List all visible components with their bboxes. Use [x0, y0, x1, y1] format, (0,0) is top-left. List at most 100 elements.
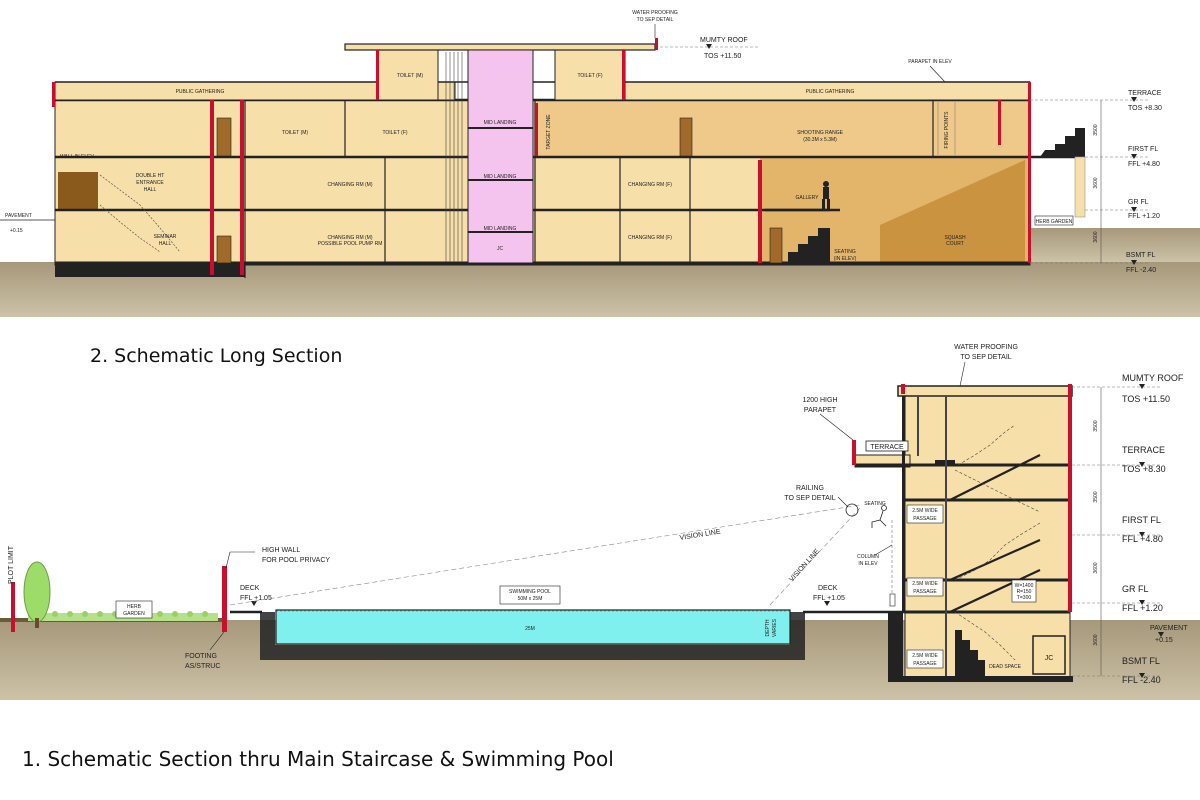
label-double-ht-1: DOUBLE HT — [136, 173, 165, 179]
label-deck-right-lvl: FFL +1.05 — [813, 595, 845, 602]
label-seminar-1: SEMINAR — [154, 234, 177, 240]
pool-dim-3: 3600 — [1093, 562, 1099, 573]
label-plot-limit: PLOT LIMIT — [8, 545, 15, 584]
label-changing-f: CHANGING RM (F) — [628, 182, 672, 188]
label-public-gathering-left: PUBLIC GATHERING — [176, 89, 225, 95]
label-gallery: GALLERY — [796, 195, 820, 201]
long-section: PUBLIC GATHERING PUBLIC GATHERING TOILET… — [0, 10, 1200, 317]
label-seating-2: (IN ELEV) — [834, 256, 857, 262]
label-passage-top-2: PASSAGE — [913, 516, 937, 522]
label-deck-left: DECK — [240, 585, 260, 592]
label-parapet-elev: PARAPET IN ELEV — [908, 59, 952, 65]
long-dim-3: 3600 — [1093, 231, 1099, 242]
pool-level-mumty-name: MUMTY ROOF — [1122, 373, 1184, 383]
label-mid-landing-3: MID LANDING — [484, 226, 517, 232]
gallery-person-icon — [822, 181, 830, 209]
pool-level-terrace-name: TERRACE — [1122, 445, 1165, 455]
pool-section: PLOT LIMIT HIGH WALL FOR POOL PRIVACY HE… — [0, 344, 1200, 700]
label-changing-f-b: CHANGING RM (F) — [628, 235, 672, 241]
pool-level-first-value: FFL +4.80 — [1122, 534, 1163, 544]
label-stair-note-2: R=150 — [1017, 589, 1032, 595]
long-level-markers: MUMTY ROOF TOS +11.50 TERRACE TOS +8.30 … — [660, 37, 1162, 274]
label-high-wall-1: HIGH WALL — [262, 547, 300, 554]
label-passage-bot-1: 2.5M WIDE — [912, 653, 938, 659]
label-pavement-pool: PAVEMENT — [1150, 625, 1188, 632]
long-level-bsmt-name: BSMT FL — [1126, 252, 1156, 259]
pool-level-terrace-value: TOS +8.30 — [1122, 464, 1166, 474]
pool-level-markers: MUMTY ROOF TOS +11.50 TERRACE TOS +8.30 … — [1072, 373, 1184, 685]
label-passage-mid-1: 2.5M WIDE — [912, 581, 938, 587]
label-column-2: IN ELEV — [858, 561, 878, 567]
caption-pool-section: 1. Schematic Section thru Main Staircase… — [22, 747, 614, 771]
long-level-first-value: FFL +4.80 — [1128, 161, 1160, 168]
label-double-ht-3: HALL — [144, 187, 157, 193]
label-deck-right: DECK — [818, 585, 838, 592]
label-parapet-2: PARAPET — [804, 407, 837, 414]
label-changing-m-b: CHANGING RM (M) — [328, 235, 373, 241]
label-railing-2: TO SEP DETAIL — [784, 495, 835, 502]
label-water-proofing-pool: WATER PROOFING — [954, 344, 1018, 351]
label-stair-note-3: T=300 — [1017, 595, 1032, 601]
long-level-mumty-name: MUMTY ROOF — [700, 37, 748, 44]
pool-level-first-name: FIRST FL — [1122, 515, 1161, 525]
label-railing-1: RAILING — [796, 485, 824, 492]
pool-dim-1: 3500 — [1093, 420, 1099, 431]
tree-icon — [23, 561, 51, 628]
basement-slab-left — [55, 262, 245, 277]
squash-court-fill — [880, 160, 1025, 262]
label-jc-pool: JC — [1045, 655, 1054, 662]
label-toilet-m-top: TOILET (M) — [397, 73, 424, 79]
label-public-gathering-right: PUBLIC GATHERING — [806, 89, 855, 95]
label-water-proofing-long: WATER PROOFING — [632, 10, 678, 16]
pool-level-bsmt-value: FFL -2.40 — [1122, 675, 1161, 685]
label-vision-line-2: VISION LINE — [788, 548, 821, 584]
label-squash-2: COURT — [946, 241, 964, 247]
long-level-first-name: FIRST FL — [1128, 146, 1158, 153]
long-level-gr-name: GR FL — [1128, 199, 1149, 206]
label-high-wall-2: FOR POOL PRIVACY — [262, 557, 330, 564]
seated-person-icon — [871, 505, 887, 528]
long-dim-1: 3500 — [1093, 124, 1099, 135]
long-ground-raised — [1030, 228, 1200, 262]
pool-building-body — [904, 385, 1071, 679]
caption-long-section: 2. Schematic Long Section — [90, 345, 343, 367]
pool-level-bsmt-name: BSMT FL — [1122, 656, 1160, 666]
label-parapet-1: 1200 HIGH — [802, 397, 837, 404]
label-shooting-range-dim: (30.3M x 5.3M) — [803, 137, 837, 143]
label-toilet-m: TOILET (M) — [282, 130, 309, 136]
stair-core — [467, 49, 534, 264]
shooting-range-zone — [535, 100, 1030, 156]
swimming-pool-water — [275, 609, 791, 645]
label-depth-2: VARIES — [772, 618, 778, 637]
label-dead-space: DEAD SPACE — [989, 664, 1022, 670]
pool-dim-2: 3500 — [1093, 491, 1099, 502]
label-double-ht-2: ENTRANCE — [136, 180, 164, 186]
long-level-terrace-name: TERRACE — [1128, 90, 1162, 97]
pool-mumty-slab — [897, 385, 1073, 397]
label-squash-1: SQUASH — [944, 235, 966, 241]
pool-dim-4: 3600 — [1093, 634, 1099, 645]
mumty-roof-slab — [344, 43, 656, 51]
long-level-gr-value: FFL +1.20 — [1128, 213, 1160, 220]
entrance-wood-panel — [58, 172, 98, 210]
label-changing-m: CHANGING RM (M) — [328, 182, 373, 188]
pool-level-gr-value: FFL +1.20 — [1122, 603, 1163, 613]
label-toilet-f-top: TOILET (F) — [577, 73, 602, 79]
label-column-1: COLUMN — [857, 554, 879, 560]
label-water-proofing-long-2: TO SEP DETAIL — [637, 17, 674, 23]
pool-level-mumty-value: TOS +11.50 — [1122, 394, 1170, 404]
label-herb-2: GARDEN — [123, 611, 145, 617]
long-dim-2: 3600 — [1093, 177, 1099, 188]
label-herb-1: HERB — [127, 604, 142, 610]
label-passage-top-1: 2.5M WIDE — [912, 508, 938, 514]
label-toilet-f: TOILET (F) — [382, 130, 407, 136]
label-pool-box-1: SWIMMING POOL — [509, 589, 551, 595]
label-pavement-long: PAVEMENT — [5, 213, 32, 219]
label-firing-points: FIRING POINTS — [944, 111, 950, 149]
label-pool-box-2: 50M x 25M — [518, 596, 543, 602]
long-level-mumty-value: TOS +11.50 — [704, 53, 741, 60]
label-pavement-long-lvl: +0.15 — [10, 228, 23, 234]
label-seating-pool: SEATING — [864, 501, 886, 507]
pool-level-gr-name: GR FL — [1122, 584, 1149, 594]
